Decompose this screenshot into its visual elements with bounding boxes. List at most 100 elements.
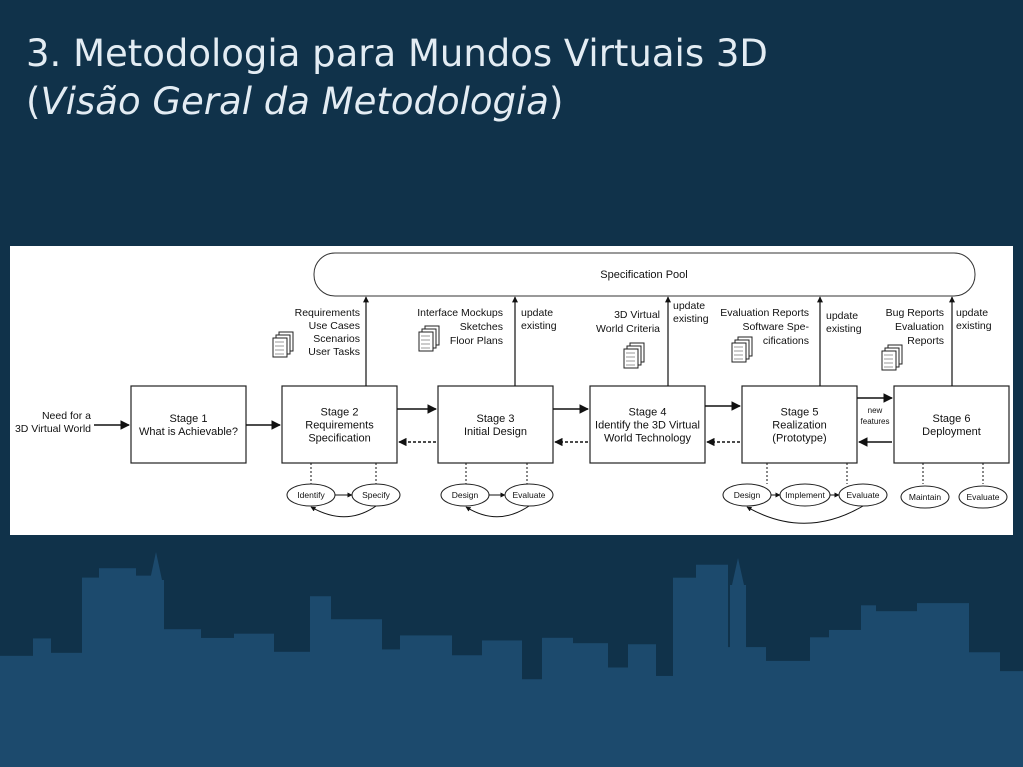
loop-arrow-stage5 bbox=[746, 505, 864, 524]
document-stack-icon-4 bbox=[731, 336, 753, 363]
input-label-line: Need for a bbox=[42, 410, 91, 422]
update-existing-label: update bbox=[521, 307, 553, 319]
skyline-building-12 bbox=[382, 649, 400, 767]
document-stack-icon-5 bbox=[881, 344, 903, 371]
update-existing-label: existing bbox=[521, 320, 557, 332]
skyline-building-8 bbox=[234, 633, 274, 767]
activity-6: Evaluate bbox=[838, 483, 888, 507]
skyline-building-27 bbox=[829, 629, 861, 767]
title-paren-close: ) bbox=[548, 80, 564, 123]
activity-4: Design bbox=[722, 483, 772, 507]
skyline-building-26 bbox=[810, 637, 829, 767]
skyline-building-23 bbox=[696, 564, 728, 767]
stage-label-line: Stage 2 bbox=[321, 407, 359, 419]
stage-label-line: Stage 4 bbox=[629, 407, 667, 419]
artifact-label: Sketches bbox=[460, 321, 503, 333]
activity-label: Evaluate bbox=[846, 490, 879, 500]
activity-label: Design bbox=[734, 490, 761, 500]
stage-label-line: Specification bbox=[308, 433, 370, 445]
skyline-building-1 bbox=[33, 638, 51, 767]
update-existing-label: existing bbox=[673, 313, 709, 325]
activity-1: Specify bbox=[351, 483, 401, 507]
update-existing-label: update bbox=[826, 310, 858, 322]
skyline-building-21 bbox=[656, 675, 673, 767]
activity-label: Design bbox=[452, 490, 479, 500]
title-subtitle: Visão Geral da Metodologia bbox=[40, 80, 549, 123]
stage-label-line: Realization bbox=[772, 420, 826, 432]
stage-label-line: World Technology bbox=[604, 433, 692, 445]
document-sheet bbox=[731, 342, 747, 363]
input-label-line: 3D Virtual World bbox=[15, 423, 91, 435]
skyline-building-30 bbox=[917, 603, 969, 767]
skyline-building-25 bbox=[766, 660, 810, 767]
stage-label-line: Stage 5 bbox=[781, 407, 819, 419]
stage-box-rect bbox=[437, 385, 554, 464]
stage-box-rect bbox=[589, 385, 706, 464]
artifact-label: World Criteria bbox=[596, 323, 660, 335]
artifact-label: Use Cases bbox=[309, 320, 360, 332]
stage-label-line: Requirements bbox=[305, 420, 374, 432]
skyline-building-18 bbox=[573, 643, 608, 767]
artifact-label: Scenarios bbox=[313, 333, 360, 345]
skyline-spire-2 bbox=[730, 585, 746, 767]
stage-label-line: (Prototype) bbox=[772, 433, 826, 445]
document-sheet bbox=[881, 350, 897, 371]
artifact-label: Bug Reports bbox=[886, 307, 944, 319]
skyline-building-22 bbox=[673, 577, 696, 767]
skyline-spire-1-tip bbox=[150, 552, 162, 580]
skyline-building-32 bbox=[1000, 671, 1023, 767]
artifact-label: Requirements bbox=[295, 307, 360, 319]
activity-label: Evaluate bbox=[966, 492, 999, 502]
artifact-label: cifications bbox=[763, 335, 809, 347]
artifact-label: Interface Mockups bbox=[417, 307, 503, 319]
stage-box-rect bbox=[893, 385, 1010, 464]
skyline-building-31 bbox=[969, 652, 1000, 767]
activity-2: Design bbox=[440, 483, 490, 507]
document-sheet bbox=[418, 331, 434, 352]
update-existing-label: update bbox=[956, 307, 988, 319]
activity-ellipse bbox=[958, 485, 1008, 509]
skyline-spire-2-tip bbox=[732, 558, 744, 585]
activity-ellipse bbox=[900, 485, 950, 509]
skyline-building-19 bbox=[608, 667, 628, 767]
artifact-label: Floor Plans bbox=[450, 335, 503, 347]
skyline-building-3 bbox=[82, 577, 99, 767]
document-sheet bbox=[623, 348, 639, 369]
slide-title: 3. Metodologia para Mundos Virtuais 3D (… bbox=[26, 30, 768, 126]
city-skyline-background bbox=[0, 552, 1023, 767]
stage-label-line: Initial Design bbox=[464, 426, 527, 438]
document-stack-icon-3 bbox=[623, 342, 645, 369]
stage-box-rect bbox=[281, 385, 398, 464]
loop-arrow-stage3 bbox=[465, 505, 530, 518]
document-stack-icon-2 bbox=[418, 325, 440, 352]
skyline-building-20 bbox=[628, 644, 656, 767]
update-existing-label: existing bbox=[956, 320, 992, 332]
skyline-building-28 bbox=[861, 605, 876, 767]
stage-box-rect bbox=[741, 385, 858, 464]
skyline-building-13 bbox=[400, 635, 452, 767]
skyline-building-0 bbox=[0, 655, 33, 767]
artifact-label: Reports bbox=[907, 335, 944, 347]
activity-8: Evaluate bbox=[958, 485, 1008, 509]
stage-label-line: Deployment bbox=[922, 426, 981, 438]
stage-label-line: Identify the 3D Virtual bbox=[595, 420, 700, 432]
skyline-building-10 bbox=[310, 596, 331, 767]
skyline-building-17 bbox=[542, 637, 573, 767]
skyline-building-15 bbox=[482, 640, 522, 767]
activity-label: Specify bbox=[362, 490, 391, 500]
artifact-label: Evaluation bbox=[895, 321, 944, 333]
activity-label: Maintain bbox=[909, 492, 941, 502]
specification-pool-box bbox=[313, 252, 976, 297]
update-existing-label: existing bbox=[826, 323, 862, 335]
artifact-label: User Tasks bbox=[308, 346, 360, 358]
skyline-building-4 bbox=[99, 568, 136, 767]
title-paren-open: ( bbox=[26, 80, 41, 123]
loop-arrow-stage2 bbox=[310, 505, 377, 518]
stage-label-line: Stage 6 bbox=[933, 413, 971, 425]
